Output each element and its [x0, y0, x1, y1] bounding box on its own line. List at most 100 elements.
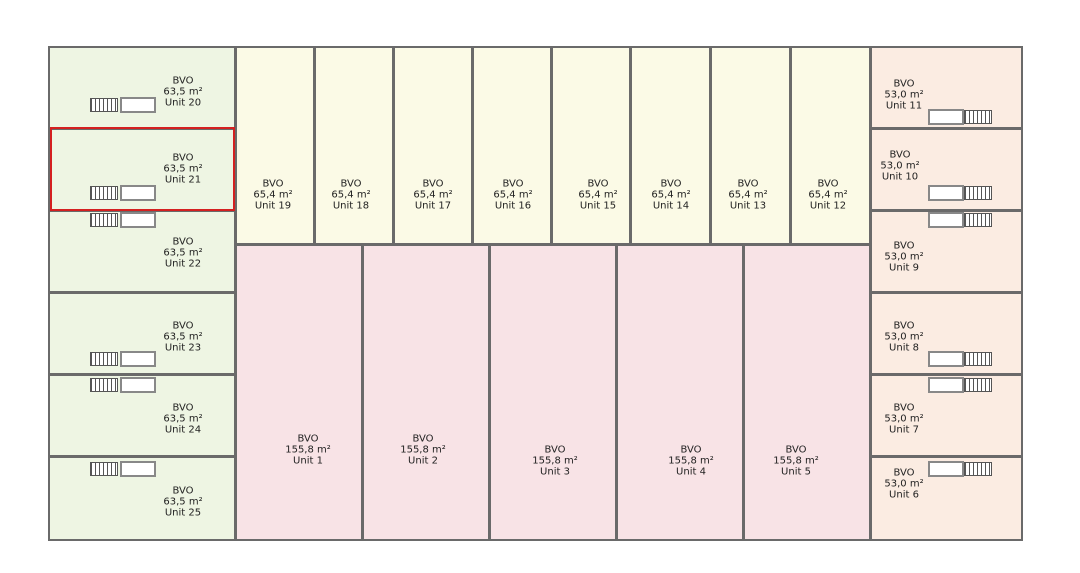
toilet-icon — [928, 185, 964, 201]
toilet-icon — [120, 351, 156, 367]
unit-area: 53,0 m² — [884, 251, 924, 263]
unit-unit-9[interactable] — [870, 210, 1023, 293]
unit-name: Unit 14 — [652, 200, 690, 212]
unit-area: 65,4 m² — [331, 189, 371, 201]
stairs-icon — [90, 462, 118, 476]
unit-unit-17[interactable] — [393, 46, 473, 245]
unit-unit-3[interactable] — [489, 244, 617, 541]
unit-name: Unit 19 — [254, 200, 292, 212]
unit-area: 65,4 m² — [728, 189, 768, 201]
unit-name: Unit 16 — [494, 200, 532, 212]
unit-area: 155,8 m² — [532, 455, 578, 467]
unit-unit-5[interactable] — [743, 244, 871, 541]
unit-use: BVO — [660, 178, 682, 190]
unit-area: 63,5 m² — [163, 86, 203, 98]
unit-use: BVO — [893, 320, 915, 332]
unit-use: BVO — [817, 178, 839, 190]
unit-use: BVO — [785, 444, 807, 456]
unit-area: 63,5 m² — [163, 331, 203, 343]
unit-name: Unit 9 — [889, 262, 919, 274]
unit-area: 155,8 m² — [400, 444, 446, 456]
unit-use: BVO — [737, 178, 759, 190]
unit-use: BVO — [412, 433, 434, 445]
unit-area: 53,0 m² — [880, 160, 920, 172]
unit-use: BVO — [893, 402, 915, 414]
unit-name: Unit 23 — [164, 342, 202, 354]
unit-unit-1[interactable] — [235, 244, 363, 541]
stairs-icon — [964, 186, 992, 200]
unit-name: Unit 25 — [164, 507, 202, 519]
unit-use: BVO — [262, 178, 284, 190]
unit-use: BVO — [893, 78, 915, 90]
unit-name: Unit 18 — [332, 200, 370, 212]
toilet-icon — [928, 351, 964, 367]
unit-unit-14[interactable] — [630, 46, 711, 245]
unit-use: BVO — [680, 444, 702, 456]
unit-area: 65,4 m² — [578, 189, 618, 201]
unit-unit-25[interactable] — [48, 456, 236, 541]
unit-unit-19[interactable] — [235, 46, 315, 245]
unit-unit-20[interactable] — [48, 46, 236, 129]
unit-unit-12[interactable] — [790, 46, 871, 245]
unit-use: BVO — [172, 485, 194, 497]
unit-unit-23[interactable] — [48, 292, 236, 375]
unit-area: 63,5 m² — [163, 496, 203, 508]
toilet-icon — [120, 377, 156, 393]
unit-unit-4[interactable] — [616, 244, 744, 541]
unit-area: 53,0 m² — [884, 413, 924, 425]
unit-name: Unit 21 — [164, 174, 202, 186]
unit-use: BVO — [172, 75, 194, 87]
unit-unit-13[interactable] — [710, 46, 791, 245]
unit-use: BVO — [340, 178, 362, 190]
unit-unit-15[interactable] — [551, 46, 631, 245]
unit-unit-2[interactable] — [362, 244, 490, 541]
unit-unit-18[interactable] — [314, 46, 394, 245]
unit-area: 53,0 m² — [884, 89, 924, 101]
unit-unit-11[interactable] — [870, 46, 1023, 129]
unit-name: Unit 13 — [729, 200, 767, 212]
unit-name: Unit 24 — [164, 424, 202, 436]
unit-use: BVO — [172, 152, 194, 164]
unit-area: 155,8 m² — [668, 455, 714, 467]
unit-area: 65,4 m² — [413, 189, 453, 201]
unit-unit-16[interactable] — [472, 46, 552, 245]
unit-name: Unit 20 — [164, 97, 202, 109]
unit-name: Unit 4 — [676, 466, 706, 478]
stairs-icon — [90, 186, 118, 200]
unit-area: 63,5 m² — [163, 163, 203, 175]
unit-area: 65,4 m² — [808, 189, 848, 201]
unit-area: 63,5 m² — [163, 247, 203, 259]
unit-area: 53,0 m² — [884, 331, 924, 343]
unit-area: 65,4 m² — [253, 189, 293, 201]
unit-use: BVO — [422, 178, 444, 190]
stairs-icon — [90, 213, 118, 227]
unit-name: Unit 7 — [889, 424, 919, 436]
toilet-icon — [120, 97, 156, 113]
unit-use: BVO — [172, 236, 194, 248]
unit-use: BVO — [172, 320, 194, 332]
unit-name: Unit 3 — [540, 466, 570, 478]
stairs-icon — [90, 378, 118, 392]
